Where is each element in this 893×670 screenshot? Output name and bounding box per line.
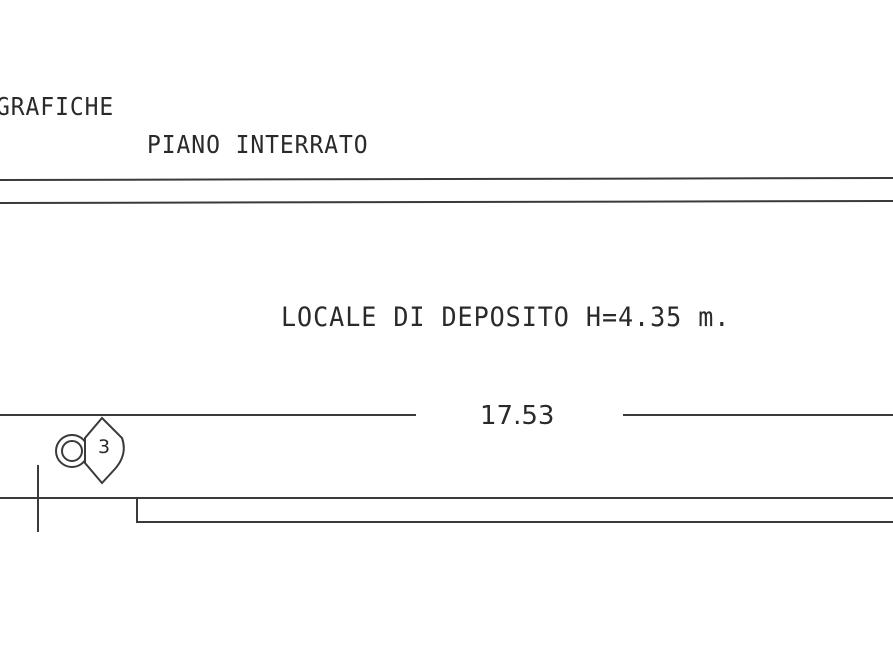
section-marker-icon	[55, 416, 125, 485]
wall-line-lower	[136, 498, 893, 523]
section-marker-number: 3	[97, 436, 111, 458]
dimension-value: 17.53	[480, 401, 555, 431]
drawing-heading-partial: GRAFICHE	[0, 92, 115, 121]
title-underline-top	[0, 177, 893, 181]
room-label: LOCALE DI DEPOSITO H=4.35 m.	[281, 302, 731, 333]
floor-level-label: PIANO INTERRATO	[147, 130, 369, 159]
title-underline-bottom	[0, 200, 893, 204]
